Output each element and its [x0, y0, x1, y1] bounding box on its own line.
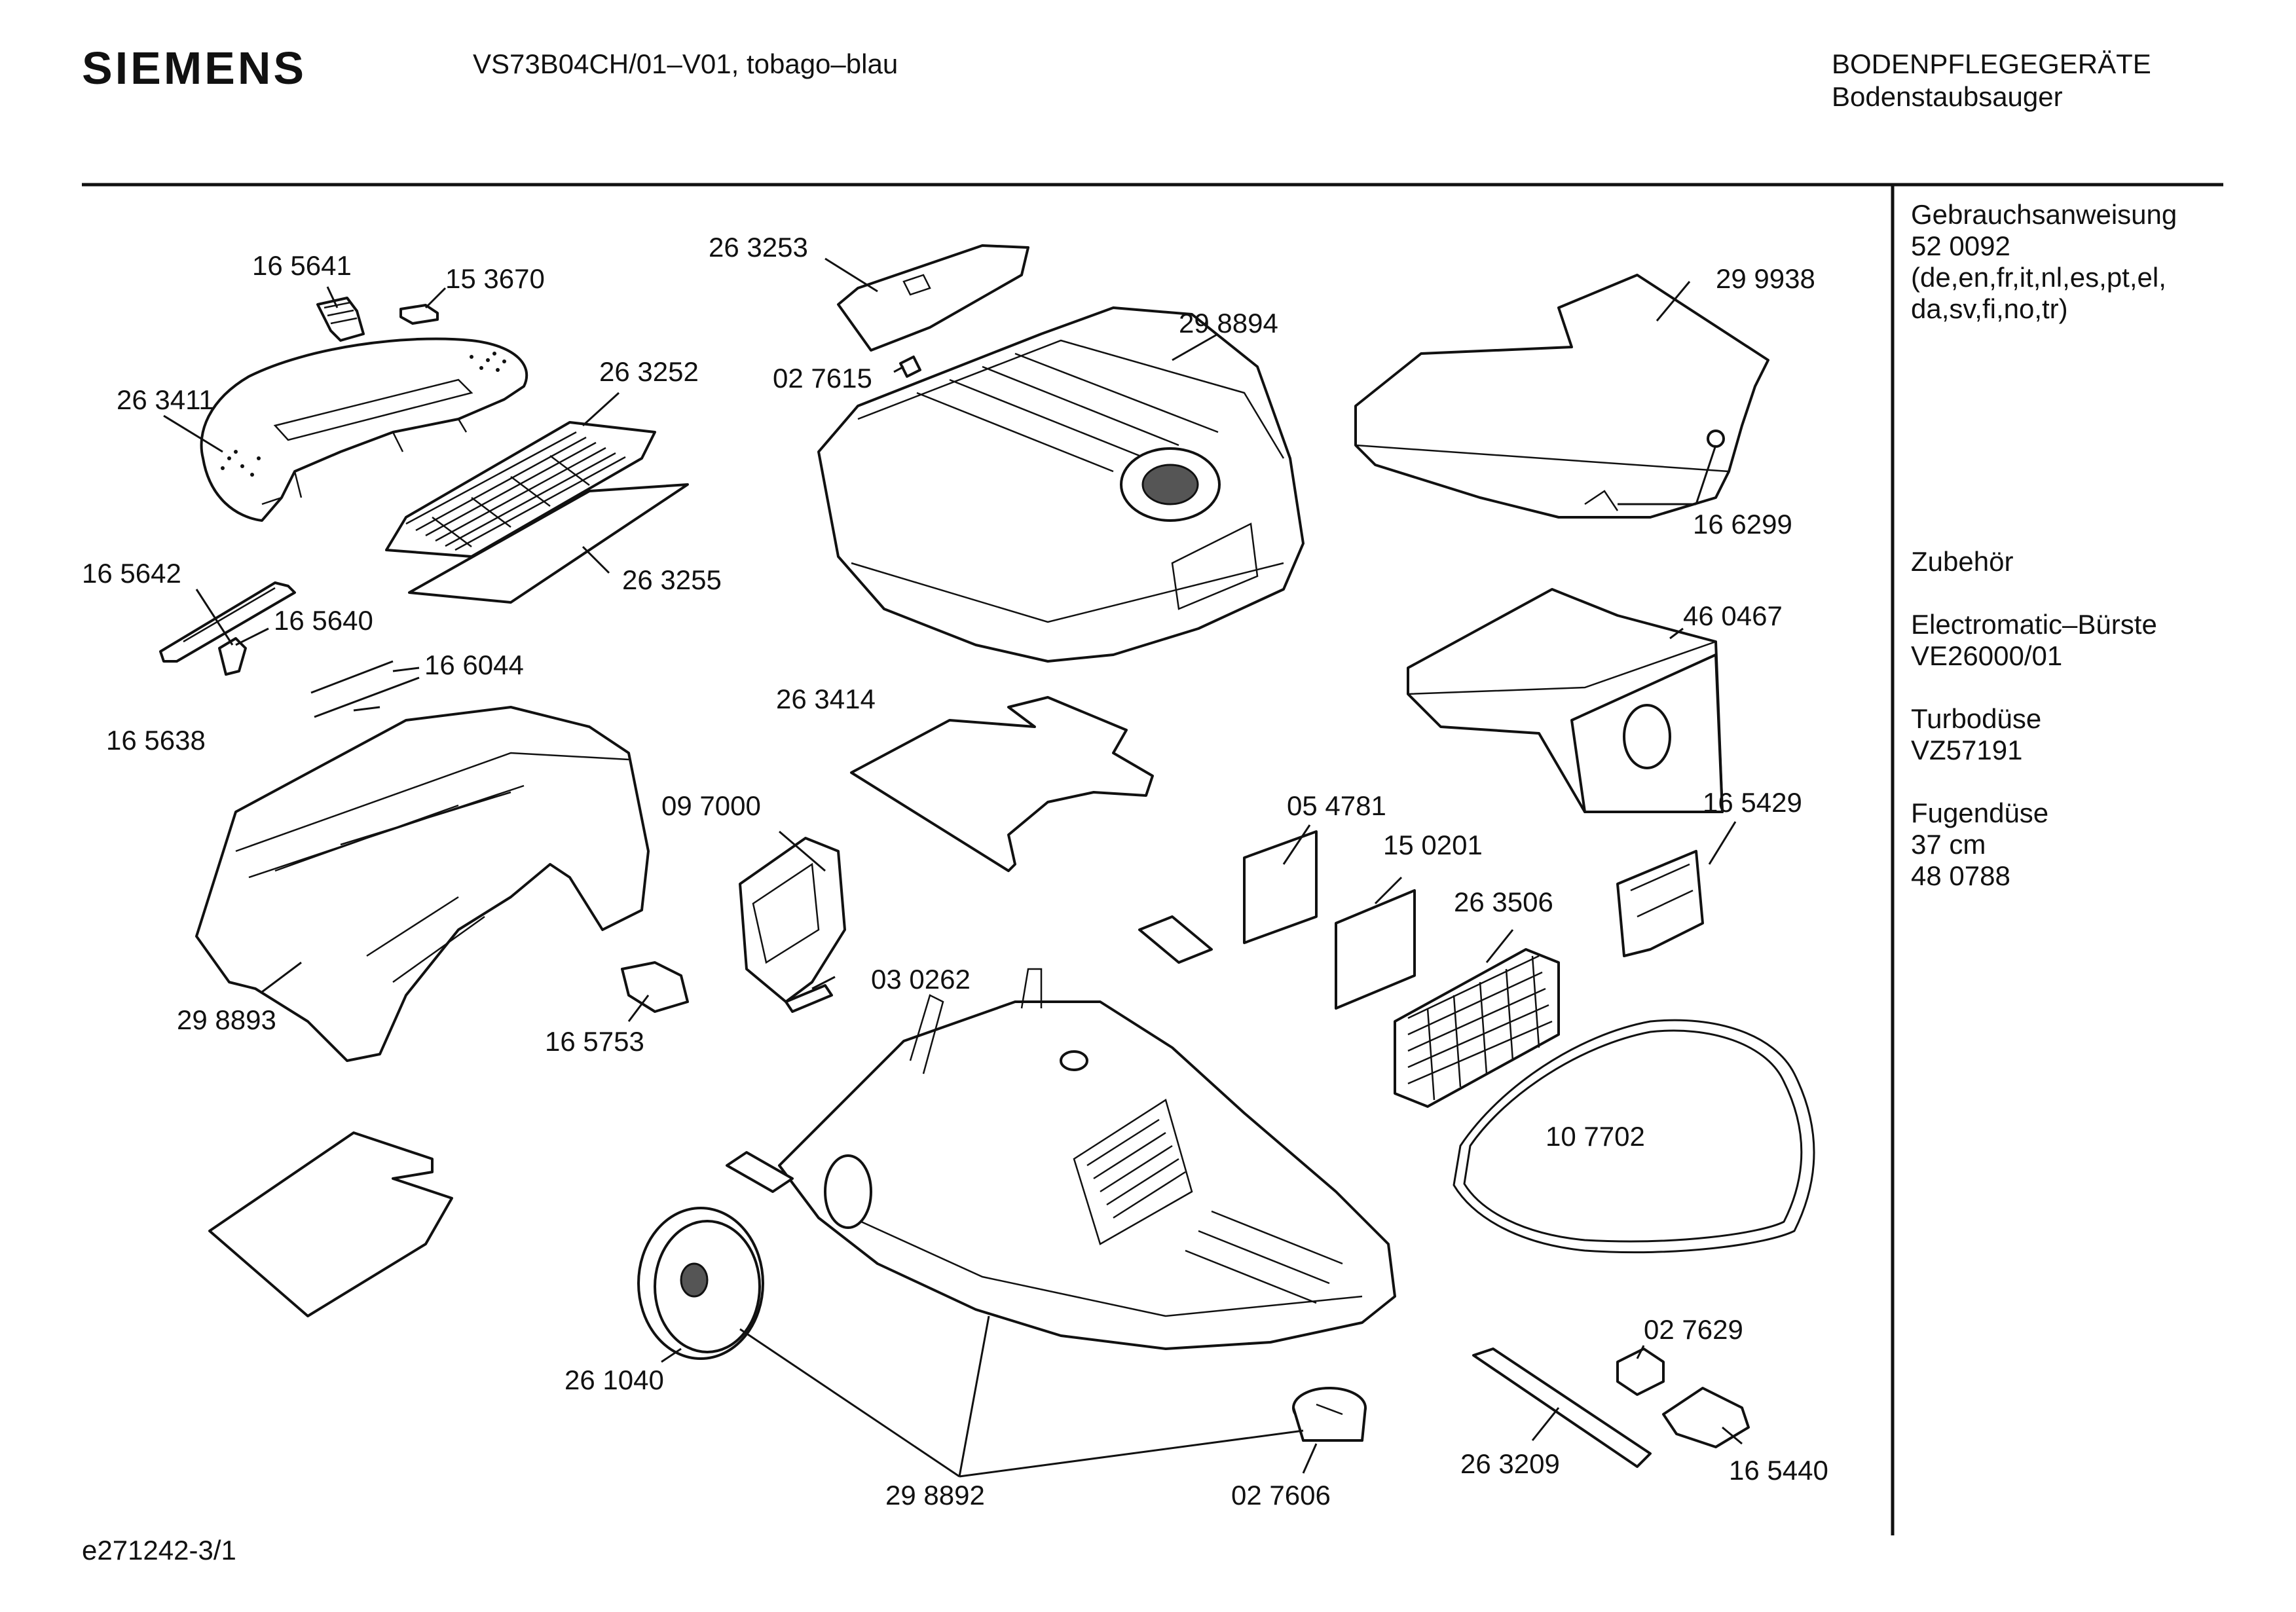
part-263414-drawing — [850, 696, 1154, 872]
label-030262: 03 0262 — [871, 964, 971, 995]
part-261040-drawing — [637, 1207, 764, 1360]
category-subtitle: Bodenstaubsauger — [1832, 81, 2063, 112]
label-054781: 05 4781 — [1287, 790, 1386, 821]
label-027606: 02 7606 — [1231, 1480, 1331, 1511]
part-spacer-block-2-drawing — [726, 1151, 794, 1193]
part-097000-drawing — [739, 837, 846, 1003]
part-165640-drawing — [218, 637, 247, 676]
brand-logo: SIEMENS — [82, 43, 306, 94]
label-107702: 10 7702 — [1546, 1121, 1645, 1152]
part-054781-drawing — [1243, 830, 1318, 944]
label-097000: 09 7000 — [661, 790, 761, 821]
part-150201-drawing — [1335, 889, 1416, 1010]
label-261040: 26 1040 — [565, 1365, 664, 1395]
label-166299: 16 6299 — [1693, 509, 1792, 540]
category-title: BODENPFLEGEGERÄTE — [1832, 48, 2151, 79]
part-298893-drawing — [195, 706, 650, 1062]
label-263506: 26 3506 — [1454, 887, 1553, 917]
part-165641-drawing — [316, 297, 365, 342]
label-165641: 16 5641 — [252, 250, 352, 281]
label-460467: 46 0467 — [1683, 600, 1783, 631]
part-107702-drawing — [1453, 1019, 1815, 1254]
accessories-title: Zubehör — [1911, 546, 2013, 577]
label-263414: 26 3414 — [776, 684, 876, 714]
part-263411-drawing — [200, 337, 528, 522]
part-298892-drawing — [778, 968, 1396, 1350]
label-298894: 29 8894 — [1179, 308, 1278, 339]
part-027606-drawing — [1292, 1387, 1367, 1442]
part-foam-pad-drawing — [208, 1131, 453, 1317]
accessory-crevice-code: 48 0788 — [1911, 860, 2010, 891]
label-165640: 16 5640 — [274, 605, 373, 636]
drawing-id: e271242-3/1 — [82, 1535, 236, 1566]
model-number: VS73B04CH/01–V01, tobago–blau — [473, 48, 898, 79]
label-263411: 26 3411 — [117, 384, 214, 415]
label-263209: 26 3209 — [1460, 1448, 1560, 1479]
part-spacer-block-drawing — [1138, 915, 1213, 964]
label-298892: 29 8892 — [885, 1480, 985, 1511]
part-027629-drawing — [1616, 1347, 1665, 1396]
part-165638-drawing — [314, 676, 420, 718]
label-027615: 02 7615 — [773, 363, 872, 394]
manual-languages-line-1: (de,en,fr,it,nl,es,pt,el, — [1911, 262, 2166, 293]
manual-languages-line-2: da,sv,fi,no,tr) — [1911, 293, 2068, 324]
label-263253: 26 3253 — [709, 232, 808, 263]
part-165429-drawing — [1616, 850, 1704, 957]
part-263506-drawing — [1394, 948, 1560, 1108]
accessory-turbo-name: Turbodüse — [1911, 703, 2041, 734]
part-263253-drawing — [837, 244, 1029, 352]
part-298894-drawing — [817, 306, 1305, 663]
label-263255: 26 3255 — [622, 564, 722, 595]
accessory-brush-code: VE26000/01 — [1911, 640, 2062, 671]
label-165638: 16 5638 — [106, 725, 206, 756]
part-153670-drawing — [399, 304, 439, 325]
part-labels: 16 5641 15 3670 26 3253 29 9938 29 8894 … — [82, 232, 1828, 1511]
label-165440: 16 5440 — [1729, 1455, 1828, 1486]
leader-lines — [163, 257, 1743, 1478]
part-030262-drawing — [785, 984, 833, 1013]
part-165642-drawing — [159, 581, 296, 663]
accessory-crevice-name: Fugendüse — [1911, 797, 2048, 828]
accessory-crevice-size: 37 cm — [1911, 829, 1986, 860]
sidebar-notes: Gebrauchsanweisung 52 0092 (de,en,fr,it,… — [1911, 199, 2177, 891]
label-166044: 16 6044 — [424, 650, 524, 680]
part-165753-drawing — [621, 961, 689, 1013]
label-263252: 26 3252 — [599, 356, 699, 387]
label-153670: 15 3670 — [445, 263, 545, 294]
accessory-brush-name: Electromatic–Bürste — [1911, 609, 2157, 640]
accessory-turbo-code: VZ57191 — [1911, 735, 2022, 765]
label-027629: 02 7629 — [1644, 1314, 1743, 1345]
label-165642: 16 5642 — [82, 558, 181, 589]
manual-title: Gebrauchsanweisung — [1911, 199, 2177, 230]
label-298893: 29 8893 — [177, 1004, 276, 1035]
part-299938-drawing — [1354, 274, 1769, 519]
label-150201: 15 0201 — [1383, 830, 1483, 860]
label-165429: 16 5429 — [1703, 787, 1802, 818]
label-165753: 16 5753 — [545, 1026, 644, 1057]
part-166044-drawing — [310, 660, 394, 694]
manual-number: 52 0092 — [1911, 230, 2010, 261]
part-027615-drawing — [899, 356, 921, 378]
part-263255-drawing — [408, 483, 689, 604]
part-263209-drawing — [1472, 1347, 1652, 1468]
part-460467-drawing — [1407, 588, 1724, 813]
label-299938: 29 9938 — [1716, 263, 1815, 294]
